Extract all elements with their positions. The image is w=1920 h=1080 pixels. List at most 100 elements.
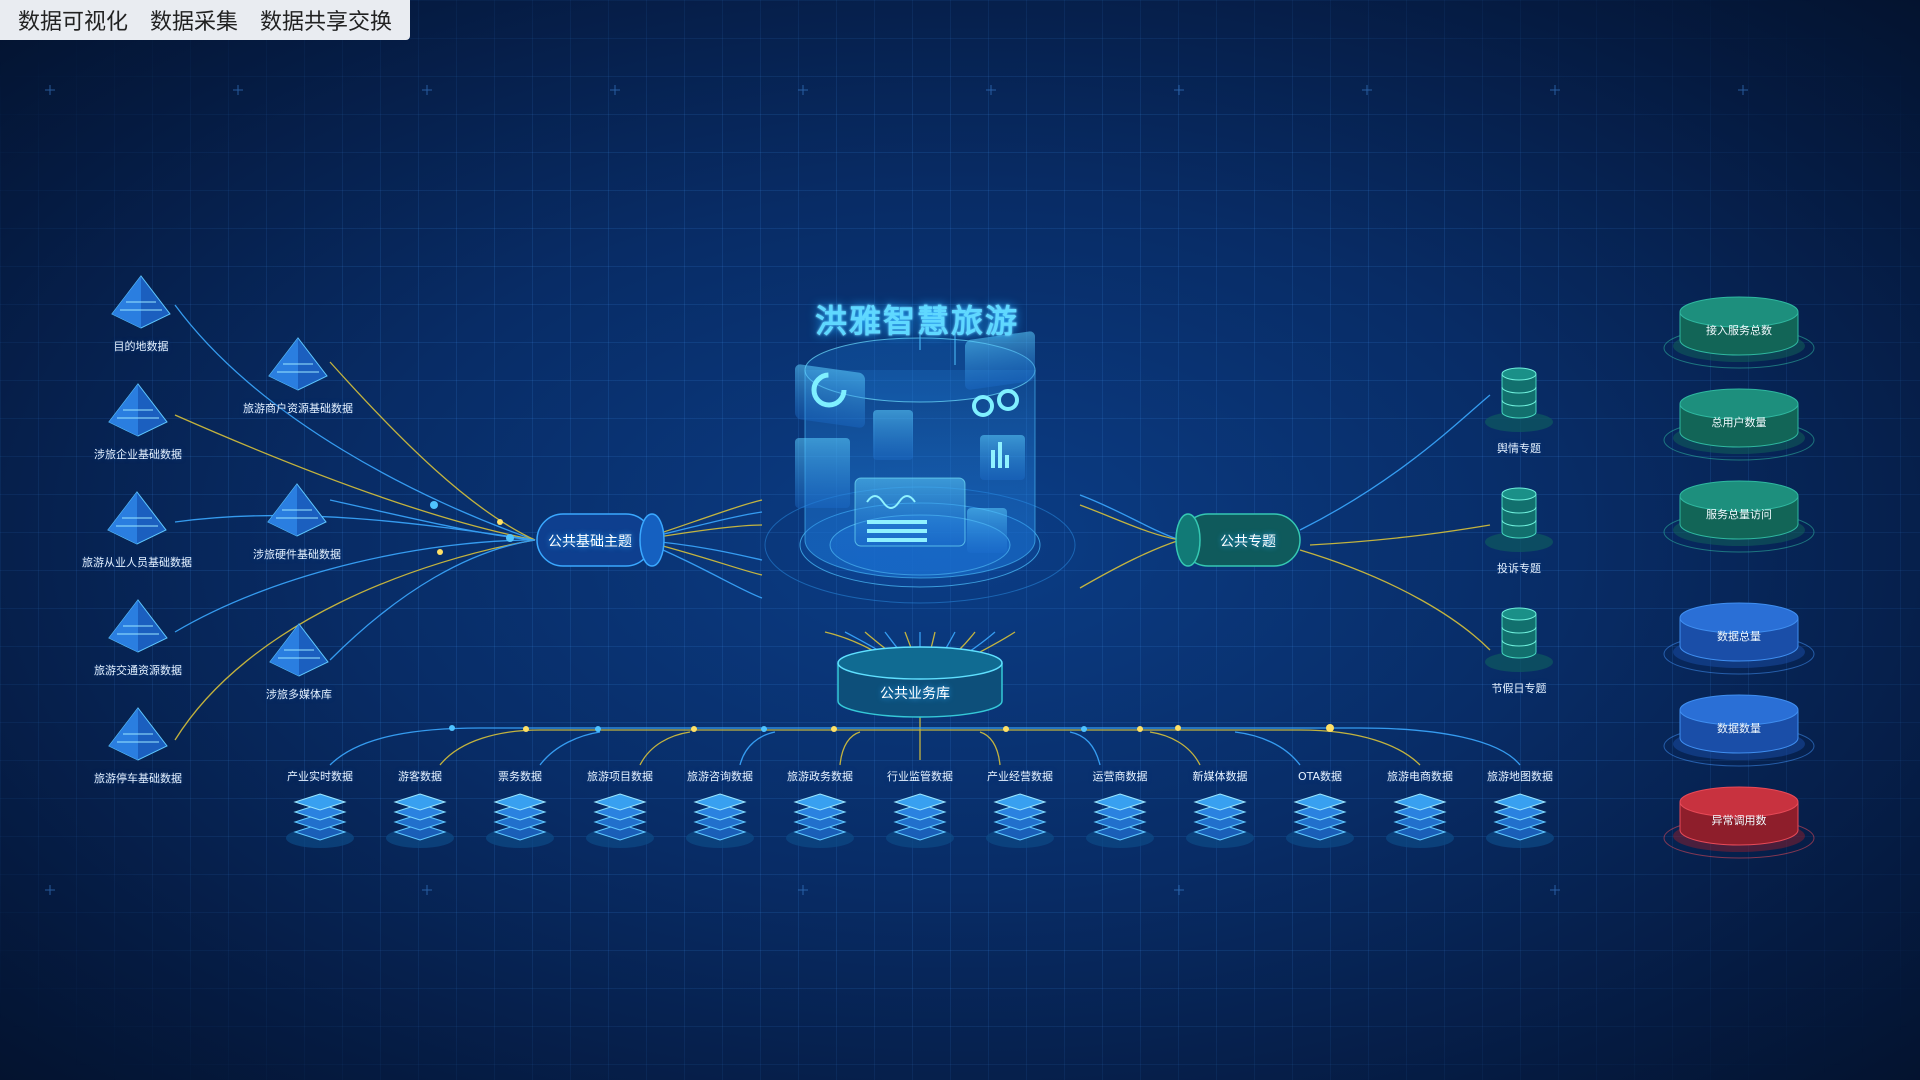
stat-label: 总用户数量 bbox=[1711, 416, 1767, 429]
node-label: 目的地数据 bbox=[113, 340, 169, 353]
node-label: OTA数据 bbox=[1297, 770, 1343, 783]
left-source-node[interactable]: 旅游停车基础数据 bbox=[94, 704, 182, 786]
layer-stack-icon bbox=[786, 793, 854, 848]
database-icon bbox=[1485, 367, 1553, 432]
special-hub-label: 公共专题 bbox=[1220, 534, 1276, 550]
layer-stack-icon bbox=[486, 793, 554, 848]
tab-data-collection[interactable]: 数据采集 bbox=[150, 10, 239, 35]
stat-label: 数据总量 bbox=[1717, 630, 1761, 643]
stat-disk[interactable]: 数据总量 bbox=[1662, 596, 1816, 678]
node-label: 投诉专题 bbox=[1497, 562, 1541, 575]
node-label: 涉旅硬件基础数据 bbox=[253, 548, 341, 561]
node-label: 游客数据 bbox=[398, 770, 442, 783]
node-label: 旅游交通资源数据 bbox=[94, 664, 182, 677]
tab-data-visualization[interactable]: 数据可视化 bbox=[18, 10, 129, 35]
node-label: 涉旅多媒体库 bbox=[266, 688, 332, 701]
node-label: 产业经营数据 bbox=[987, 770, 1053, 783]
pyramid-icon bbox=[269, 623, 329, 677]
business-hub-cylinder bbox=[837, 646, 1003, 718]
pyramid-icon bbox=[108, 707, 168, 761]
bottom-source-node[interactable]: 旅游项目数据 bbox=[583, 768, 657, 850]
node-label: 旅游停车基础数据 bbox=[94, 772, 182, 785]
bottom-source-node[interactable]: 旅游政务数据 bbox=[783, 768, 857, 850]
bottom-source-node[interactable]: 行业监管数据 bbox=[883, 768, 957, 850]
left-inner-source-node[interactable]: 涉旅硬件基础数据 bbox=[253, 480, 341, 562]
stat-disk[interactable]: 接入服务总数 bbox=[1662, 290, 1816, 372]
bottom-source-node[interactable]: 旅游地图数据 bbox=[1483, 768, 1557, 850]
layer-stack-icon bbox=[286, 793, 354, 848]
layer-stack-icon bbox=[586, 793, 654, 848]
database-icon bbox=[1485, 487, 1553, 552]
top-nav: 数据可视化 数据采集 数据共享交换 bbox=[0, 0, 410, 40]
left-inner-source-node[interactable]: 旅游商户资源基础数据 bbox=[243, 334, 353, 416]
node-label: 新媒体数据 bbox=[1192, 770, 1248, 783]
bottom-source-node[interactable]: 产业经营数据 bbox=[983, 768, 1057, 850]
pyramid-icon bbox=[268, 337, 328, 391]
stat-disk-graphic bbox=[1663, 786, 1815, 859]
stat-label: 异常调用数 bbox=[1711, 814, 1767, 827]
pyramid-icon bbox=[108, 383, 168, 437]
layer-stack-icon bbox=[886, 793, 954, 848]
layer-stack-icon bbox=[1286, 793, 1354, 848]
node-label: 节假日专题 bbox=[1491, 682, 1547, 695]
node-label: 旅游电商数据 bbox=[1387, 770, 1453, 783]
node-label: 票务数据 bbox=[498, 770, 542, 783]
layer-stack-icon bbox=[386, 793, 454, 848]
special-hub-cylinder bbox=[1175, 513, 1301, 567]
node-label: 行业监管数据 bbox=[887, 770, 953, 783]
bottom-source-node[interactable]: 产业实时数据 bbox=[283, 768, 357, 850]
bottom-source-node[interactable]: 旅游咨询数据 bbox=[683, 768, 757, 850]
node-label: 旅游政务数据 bbox=[787, 770, 853, 783]
bottom-source-node[interactable]: 票务数据 bbox=[483, 768, 557, 850]
pyramid-icon bbox=[111, 275, 171, 329]
stat-disk-graphic bbox=[1663, 480, 1815, 553]
database-icon bbox=[1485, 607, 1553, 672]
basic-hub-label: 公共基础主题 bbox=[548, 534, 632, 550]
left-source-node[interactable]: 旅游交通资源数据 bbox=[94, 596, 182, 678]
stat-disk-graphic bbox=[1663, 602, 1815, 675]
bottom-source-node[interactable]: 游客数据 bbox=[383, 768, 457, 850]
left-source-node[interactable]: 旅游从业人员基础数据 bbox=[82, 488, 192, 570]
pyramid-icon bbox=[107, 491, 167, 545]
page-title: 洪雅智慧旅游 bbox=[815, 302, 1020, 340]
central-data-core bbox=[764, 330, 1076, 604]
layer-stack-icon bbox=[686, 793, 754, 848]
left-source-node[interactable]: 目的地数据 bbox=[104, 272, 178, 354]
stat-disk[interactable]: 异常调用数 bbox=[1662, 780, 1816, 862]
left-inner-source-node[interactable]: 涉旅多媒体库 bbox=[262, 620, 336, 702]
node-label: 运营商数据 bbox=[1092, 770, 1148, 783]
stat-disk-graphic bbox=[1663, 388, 1815, 461]
layer-stack-icon bbox=[986, 793, 1054, 848]
layer-stack-icon bbox=[1086, 793, 1154, 848]
layer-stack-icon bbox=[1486, 793, 1554, 848]
right-topic-node[interactable]: 投诉专题 bbox=[1482, 480, 1556, 576]
business-hub-label: 公共业务库 bbox=[880, 686, 950, 702]
node-label: 涉旅企业基础数据 bbox=[94, 448, 182, 461]
pyramid-icon bbox=[108, 599, 168, 653]
tab-data-sharing[interactable]: 数据共享交换 bbox=[260, 10, 393, 35]
layer-stack-icon bbox=[1386, 793, 1454, 848]
layer-stack-icon bbox=[1186, 793, 1254, 848]
node-label: 旅游地图数据 bbox=[1487, 770, 1553, 783]
node-label: 旅游项目数据 bbox=[587, 770, 653, 783]
bottom-source-node[interactable]: 新媒体数据 bbox=[1183, 768, 1257, 850]
left-source-node[interactable]: 涉旅企业基础数据 bbox=[94, 380, 182, 462]
bottom-source-node[interactable]: OTA数据 bbox=[1283, 768, 1357, 850]
stat-disk-graphic bbox=[1663, 296, 1815, 369]
bottom-source-node[interactable]: 旅游电商数据 bbox=[1383, 768, 1457, 850]
node-label: 旅游从业人员基础数据 bbox=[82, 556, 192, 569]
stat-label: 接入服务总数 bbox=[1706, 324, 1772, 337]
basic-hub-cylinder bbox=[536, 513, 665, 567]
node-label: 产业实时数据 bbox=[287, 770, 353, 783]
right-topic-node[interactable]: 节假日专题 bbox=[1482, 600, 1556, 696]
stat-disk[interactable]: 服务总量访问 bbox=[1662, 474, 1816, 556]
stat-disk-graphic bbox=[1663, 694, 1815, 767]
stat-disk[interactable]: 总用户数量 bbox=[1662, 382, 1816, 464]
pyramid-icon bbox=[267, 483, 327, 537]
right-topic-node[interactable]: 舆情专题 bbox=[1482, 360, 1556, 456]
stat-disk[interactable]: 数据数量 bbox=[1662, 688, 1816, 770]
node-label: 旅游商户资源基础数据 bbox=[243, 402, 353, 415]
node-label: 舆情专题 bbox=[1497, 442, 1541, 455]
bottom-source-node[interactable]: 运营商数据 bbox=[1083, 768, 1157, 850]
stat-label: 服务总量访问 bbox=[1706, 508, 1772, 521]
